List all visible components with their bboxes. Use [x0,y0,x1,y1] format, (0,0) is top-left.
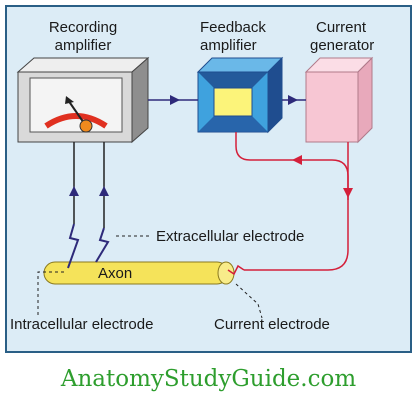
intracellular-electrode-tip [67,223,80,269]
extracellular-electrode-tip [95,227,110,263]
current-electrode-label: Current electrode [214,316,330,333]
feedback-amplifier-label-line2: amplifier [200,37,257,54]
current-generator-label-line2: generator [310,37,375,54]
meter-pivot [79,119,93,133]
recording-amplifier-box [16,56,150,144]
intracellular-leader [37,271,64,316]
current-wire [244,200,349,271]
intracellular-electrode-label: Intracellular electrode [10,316,154,333]
axon [43,261,235,285]
feedback-amplifier-box [196,56,284,134]
recording-amplifier-label-line2: amplifier [54,37,112,54]
current-generator-box [304,56,374,144]
recording-amplifier-label-line1: Recording [48,19,118,36]
feedback-wire-arrow [292,155,302,165]
extracellular-arrow [99,186,109,196]
feedback-amplifier-label-line1: Feedback [200,19,266,36]
meter-scale [44,113,108,129]
current-electrode-tip [227,264,245,276]
feedback-wire [235,132,349,200]
arrow-recording-to-feedback [170,95,180,105]
current-generator-label-line1: Current [316,19,367,36]
extracellular-electrode-label: Extracellular electrode [156,228,305,245]
watermark: AnatomyStudyGuide.com [60,366,357,392]
generator-output-arrow [343,188,353,198]
intracellular-arrow [69,186,79,196]
arrow-feedback-to-generator [288,95,298,105]
axon-label: Axon [98,265,133,282]
